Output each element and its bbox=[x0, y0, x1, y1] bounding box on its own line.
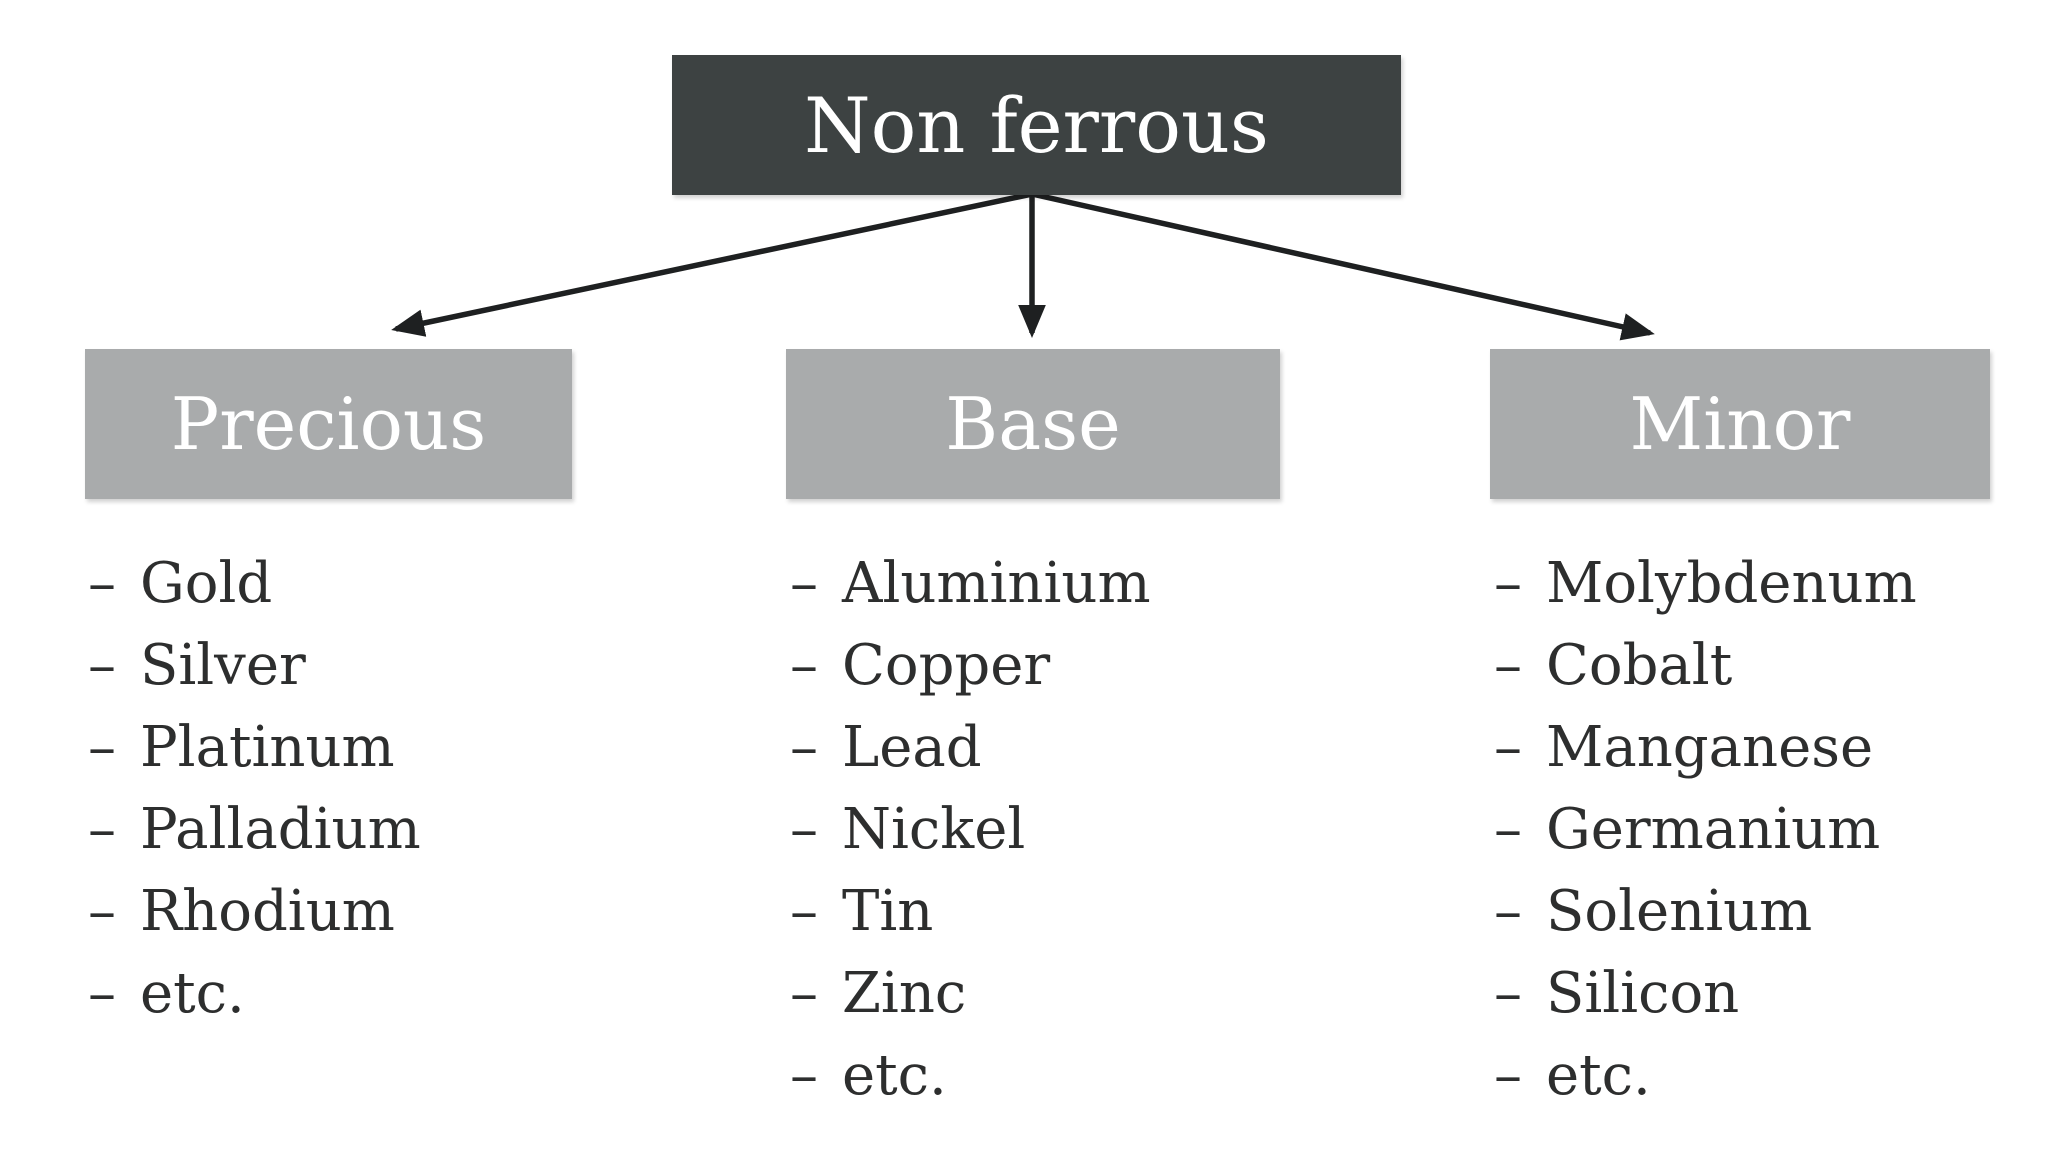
node-minor: Minor bbox=[1490, 349, 1990, 499]
root-label: Non ferrous bbox=[804, 80, 1269, 170]
list-item: – etc. bbox=[1494, 1035, 1917, 1117]
metal-name: Lead bbox=[842, 715, 982, 780]
dash-marker: – bbox=[790, 633, 818, 698]
category-label: Minor bbox=[1629, 382, 1851, 466]
metal-name: etc. bbox=[1546, 1043, 1651, 1108]
dash-marker: – bbox=[1494, 879, 1522, 944]
list-item: – Silver bbox=[88, 625, 421, 707]
category-label: Precious bbox=[170, 382, 487, 466]
list-item: – Rhodium bbox=[88, 871, 421, 953]
list-item: – Platinum bbox=[88, 707, 421, 789]
metal-name: Gold bbox=[140, 551, 273, 616]
dash-marker: – bbox=[1494, 633, 1522, 698]
metal-name: etc. bbox=[140, 961, 245, 1026]
metal-name: Tin bbox=[842, 879, 934, 944]
base-metals-list: – Aluminium – Copper – Lead – Nickel – T… bbox=[790, 543, 1151, 1117]
dash-marker: – bbox=[790, 1043, 818, 1108]
list-item: – Zinc bbox=[790, 953, 1151, 1035]
dash-marker: – bbox=[88, 961, 116, 1026]
list-item: – Germanium bbox=[1494, 789, 1917, 871]
metal-name: Copper bbox=[842, 633, 1051, 698]
minor-metals-list: – Molybdenum – Cobalt – Manganese – Germ… bbox=[1494, 543, 1917, 1117]
dash-marker: – bbox=[1494, 1043, 1522, 1108]
dash-marker: – bbox=[1494, 961, 1522, 1026]
metal-name: Germanium bbox=[1546, 797, 1881, 862]
list-item: – Gold bbox=[88, 543, 421, 625]
metal-name: Palladium bbox=[140, 797, 421, 862]
list-item: – Manganese bbox=[1494, 707, 1917, 789]
metal-name: Manganese bbox=[1546, 715, 1874, 780]
list-item: – Nickel bbox=[790, 789, 1151, 871]
dash-marker: – bbox=[88, 551, 116, 616]
category-label: Base bbox=[945, 382, 1121, 466]
metal-name: Cobalt bbox=[1546, 633, 1733, 698]
dash-marker: – bbox=[790, 961, 818, 1026]
metal-name: Zinc bbox=[842, 961, 967, 1026]
metal-name: Aluminium bbox=[842, 551, 1151, 616]
dash-marker: – bbox=[790, 797, 818, 862]
list-item: – etc. bbox=[790, 1035, 1151, 1117]
list-item: – Molybdenum bbox=[1494, 543, 1917, 625]
dash-marker: – bbox=[790, 879, 818, 944]
arrow-to-minor bbox=[1031, 191, 1655, 341]
dash-marker: – bbox=[88, 879, 116, 944]
dash-marker: – bbox=[1494, 715, 1522, 780]
metal-name: Silicon bbox=[1546, 961, 1740, 1026]
node-base: Base bbox=[786, 349, 1280, 499]
metal-name: Rhodium bbox=[140, 879, 395, 944]
dash-marker: – bbox=[88, 797, 116, 862]
list-item: – Lead bbox=[790, 707, 1151, 789]
metal-name: Molybdenum bbox=[1546, 551, 1917, 616]
dash-marker: – bbox=[88, 715, 116, 780]
metal-name: Silver bbox=[140, 633, 306, 698]
list-item: – Cobalt bbox=[1494, 625, 1917, 707]
dash-marker: – bbox=[1494, 797, 1522, 862]
metal-name: Solenium bbox=[1546, 879, 1813, 944]
dash-marker: – bbox=[790, 551, 818, 616]
dash-marker: – bbox=[1494, 551, 1522, 616]
metal-name: etc. bbox=[842, 1043, 947, 1108]
arrow-to-precious bbox=[391, 191, 1033, 337]
node-precious: Precious bbox=[85, 349, 572, 499]
list-item: – Copper bbox=[790, 625, 1151, 707]
precious-metals-list: – Gold – Silver – Platinum – Palladium –… bbox=[88, 543, 421, 1035]
list-item: – etc. bbox=[88, 953, 421, 1035]
dash-marker: – bbox=[790, 715, 818, 780]
list-item: – Silicon bbox=[1494, 953, 1917, 1035]
metal-name: Nickel bbox=[842, 797, 1026, 862]
node-non-ferrous: Non ferrous bbox=[672, 55, 1401, 195]
list-item: – Palladium bbox=[88, 789, 421, 871]
list-item: – Aluminium bbox=[790, 543, 1151, 625]
list-item: – Tin bbox=[790, 871, 1151, 953]
metal-name: Platinum bbox=[140, 715, 395, 780]
list-item: – Solenium bbox=[1494, 871, 1917, 953]
dash-marker: – bbox=[88, 633, 116, 698]
